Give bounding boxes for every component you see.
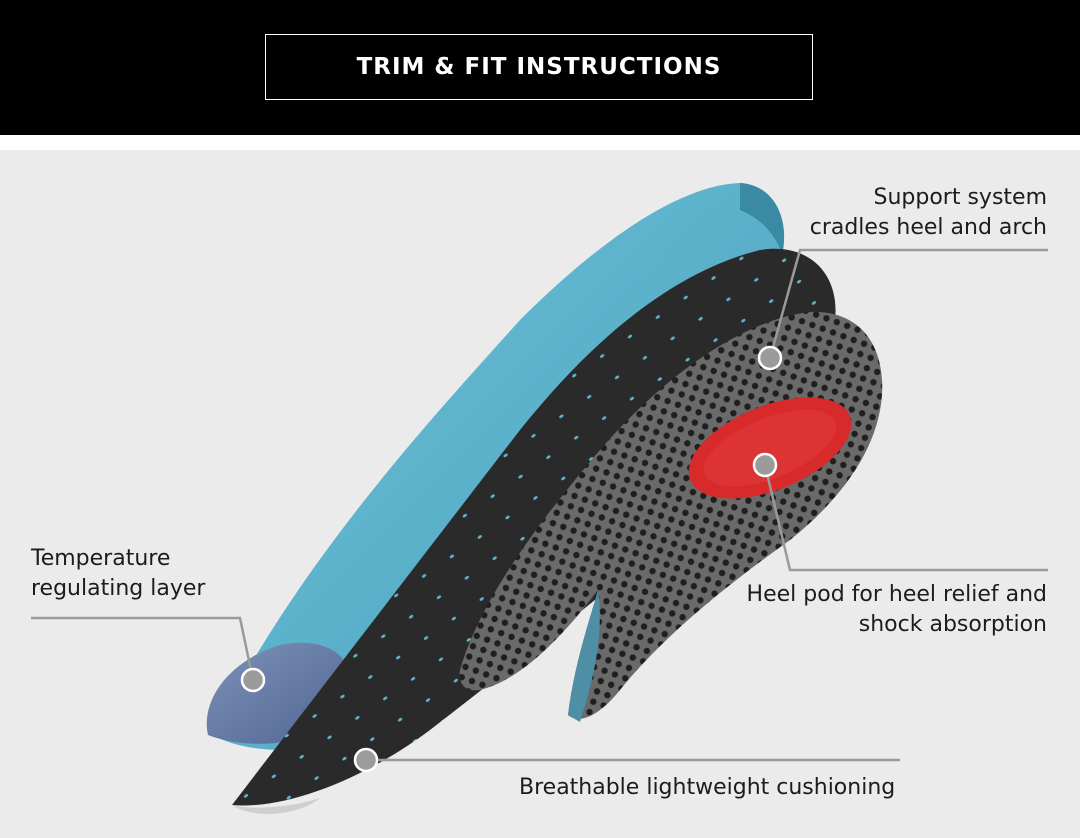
temperature-marker	[240, 667, 266, 693]
support-marker	[757, 345, 783, 371]
top-bar: TRIM & FIT INSTRUCTIONS	[0, 0, 1080, 135]
temperature-leader-line	[31, 616, 255, 681]
cushioning-label: Breathable lightweight cushioning	[519, 773, 895, 803]
heel-pod-line-2: shock absorption	[858, 612, 1047, 637]
support-line-1: Support system	[873, 185, 1048, 210]
cushioning-line-1: Breathable lightweight cushioning	[519, 775, 896, 800]
heel-pod-marker	[752, 452, 778, 478]
header-divider	[0, 135, 1080, 150]
temperature-label: Temperature regulating layer	[31, 544, 205, 604]
heel-pod-label: Heel pod for heel relief and shock absor…	[747, 580, 1047, 640]
cushioning-marker	[353, 747, 379, 773]
temperature-line-1: Temperature	[31, 546, 171, 571]
heel-pod-leader-line	[763, 464, 1048, 572]
temperature-line-2: regulating layer	[31, 576, 206, 601]
heel-pod-line-1: Heel pod for heel relief and	[746, 582, 1047, 607]
support-leader-line	[768, 248, 1048, 359]
trim-fit-instructions-button[interactable]: TRIM & FIT INSTRUCTIONS	[265, 34, 813, 100]
support-line-2: cradles heel and arch	[809, 215, 1047, 240]
support-system-label: Support system cradles heel and arch	[810, 183, 1047, 243]
